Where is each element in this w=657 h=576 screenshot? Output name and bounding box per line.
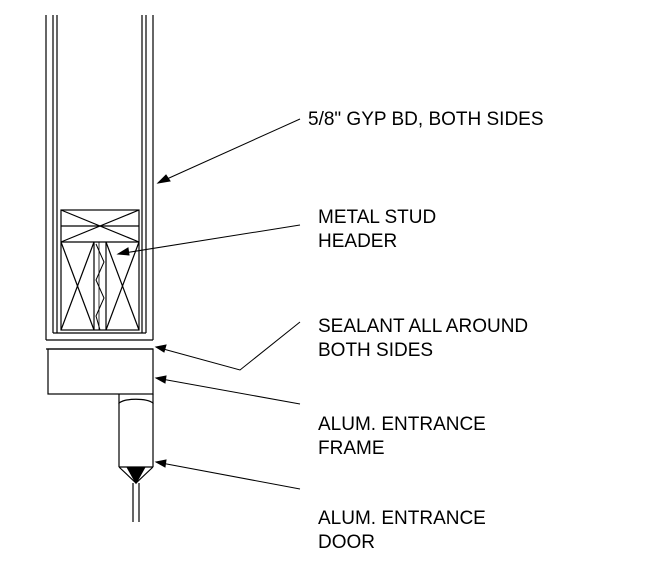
- callout-door-line2: DOOR: [318, 532, 375, 553]
- leader-lines: [116, 118, 301, 490]
- alum-frame: [47, 348, 154, 395]
- arrowhead-frame: [154, 375, 167, 384]
- callout-frame-line1: ALUM. ENTRANCE: [318, 414, 486, 435]
- callout-metal-stud-line2: HEADER: [318, 231, 398, 252]
- leader-sealant: [155, 321, 301, 371]
- arrowhead-gyp-bd: [156, 174, 171, 184]
- callout-frame: ALUM. ENTRANCE FRAME: [318, 413, 486, 461]
- callout-sealant-line2: BOTH SIDES: [318, 340, 434, 361]
- callout-frame-line2: FRAME: [318, 438, 385, 459]
- gyp-board-wall: [45, 15, 154, 341]
- arrowhead-metal-stud: [116, 247, 130, 256]
- callout-metal-stud-line1: METAL STUD: [318, 207, 437, 228]
- arrowhead-door: [154, 459, 167, 468]
- alum-door: [118, 394, 154, 522]
- leader-gyp-bd: [157, 118, 301, 184]
- arrowhead-sealant: [154, 344, 167, 353]
- callout-door: ALUM. ENTRANCE DOOR: [318, 507, 486, 555]
- callout-sealant-line1: SEALANT ALL AROUND: [318, 316, 529, 337]
- leader-door: [155, 461, 301, 490]
- metal-stud-header: [60, 209, 140, 331]
- callout-sealant: SEALANT ALL AROUND BOTH SIDES: [318, 315, 528, 363]
- callout-gyp-bd-line1: 5/8" GYP BD, BOTH SIDES: [308, 109, 544, 130]
- callout-door-line1: ALUM. ENTRANCE: [318, 508, 486, 529]
- callout-gyp-bd: 5/8" GYP BD, BOTH SIDES: [308, 108, 544, 132]
- leader-metal-stud: [117, 224, 301, 255]
- callout-metal-stud: METAL STUD HEADER: [318, 206, 436, 254]
- leader-frame: [155, 377, 301, 405]
